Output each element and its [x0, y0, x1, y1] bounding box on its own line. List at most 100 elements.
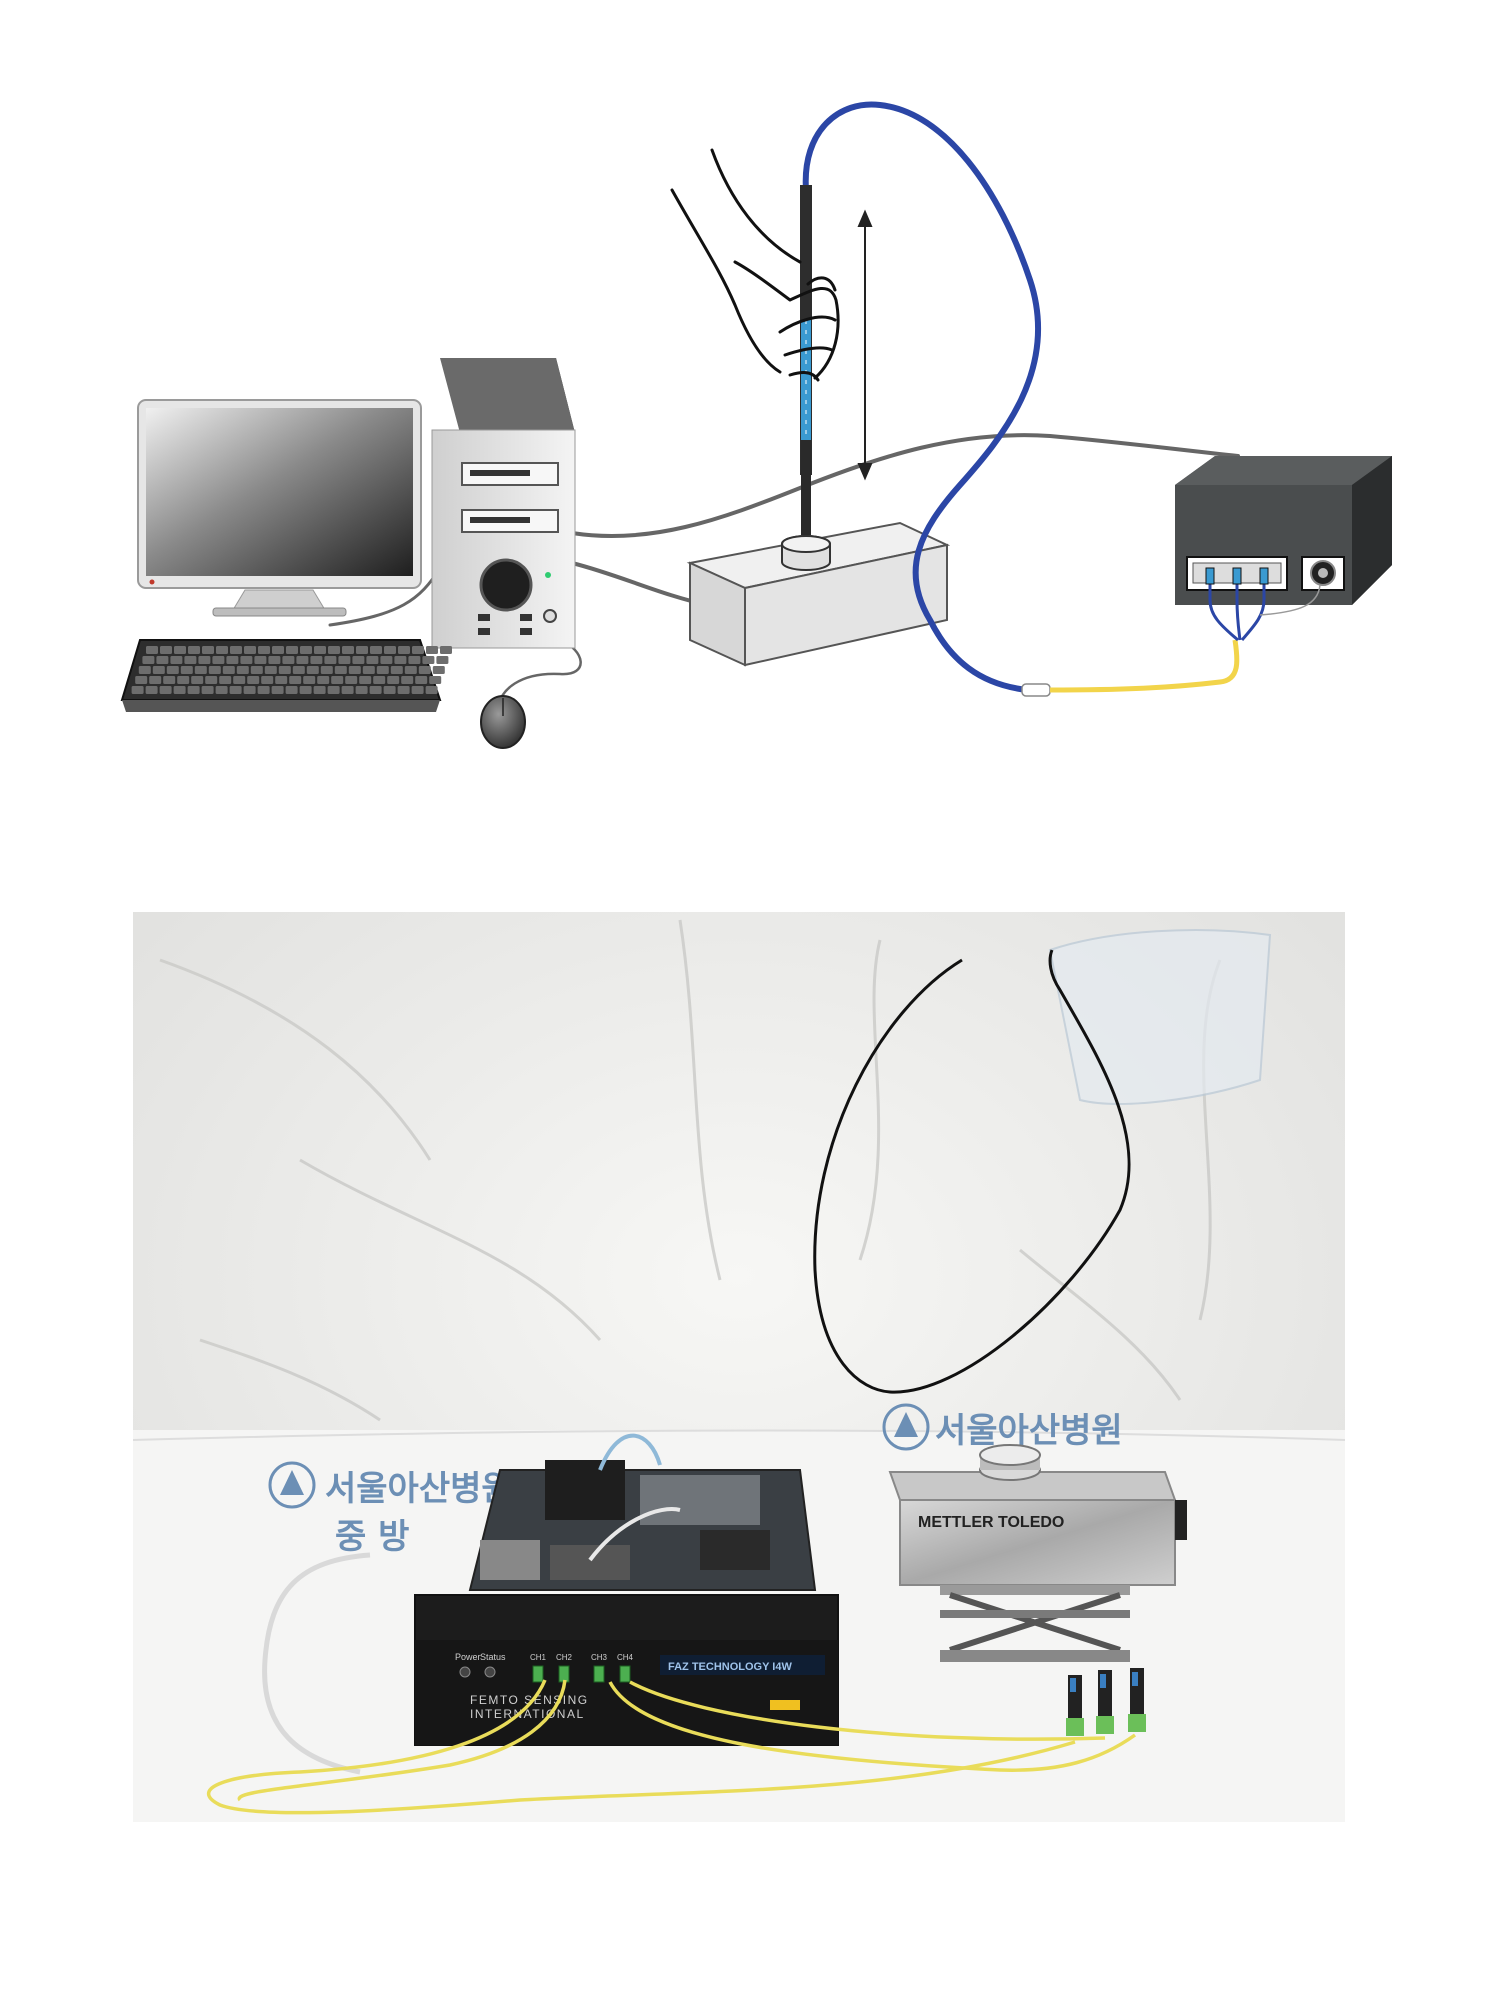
keyboard-key [341, 686, 354, 694]
keyboard-key [384, 646, 396, 654]
label-ch4: CH4 [617, 1653, 634, 1662]
keyboard-key [394, 656, 407, 664]
keyboard-key [289, 676, 302, 684]
keyboard-key [422, 656, 435, 664]
mettler-toledo-scale: METTLER TOLEDO [888, 1444, 1187, 1662]
asan-seal-left [268, 1461, 316, 1509]
keyboard-key [412, 646, 424, 654]
keyboard-key [180, 666, 193, 674]
keyboard-key [286, 646, 298, 654]
keyboard-key [187, 686, 200, 694]
label-ch3: CH3 [591, 1653, 608, 1662]
catheter-shaft [800, 185, 812, 535]
keyboard-key [397, 686, 410, 694]
keyboard-key [296, 656, 309, 664]
keyboard-key [177, 676, 190, 684]
keyboard-key [314, 646, 326, 654]
keyboard-key [184, 656, 197, 664]
keyboard-key [138, 666, 151, 674]
keyboard-key [166, 666, 179, 674]
keyboard-key [404, 666, 417, 674]
keyboard [120, 639, 452, 712]
keyboard-key [320, 666, 333, 674]
keyboard-key [275, 676, 288, 684]
keyboard-key [198, 656, 211, 664]
keyboard-key [194, 666, 207, 674]
scale-brand: METTLER TOLEDO [918, 1514, 1064, 1531]
mouse [480, 695, 526, 749]
keyboard-key [418, 666, 431, 674]
keyboard-key [240, 656, 253, 664]
faz-logo-text: FAZ TECHNOLOGY I4W [668, 1661, 792, 1673]
keyboard-key [258, 646, 270, 654]
keyboard-key [219, 676, 232, 684]
keyboard-key [369, 686, 382, 694]
interrogator-box [1175, 456, 1392, 642]
keyboard-key [250, 666, 263, 674]
keyboard-key [236, 666, 249, 674]
keyboard-key [299, 686, 312, 694]
power-led [149, 579, 155, 585]
keyboard-key [352, 656, 365, 664]
channel-ports [532, 1665, 631, 1683]
keyboard-key [215, 686, 228, 694]
banner-right-line1: 서울아산병원 [935, 1411, 1123, 1451]
catheter-loop [813, 949, 1131, 1394]
up-down-arrow [857, 209, 873, 481]
keyboard-key [146, 646, 158, 654]
keyboard-key [408, 656, 421, 664]
keyboard-key [142, 656, 155, 664]
keyboard-key [436, 656, 449, 664]
keyboard-key [310, 656, 323, 664]
keyboard-key [160, 646, 172, 654]
keyboard-key [313, 686, 326, 694]
monitor-screen [146, 408, 413, 576]
keyboard-key [429, 676, 442, 684]
asan-seal-right [882, 1403, 930, 1451]
keyboard-key [173, 686, 186, 694]
keyboard-key [271, 686, 284, 694]
white-cable [262, 1552, 371, 1775]
keyboard-key [362, 666, 375, 674]
cable-pc-to-interrogator [570, 433, 1240, 539]
keyboard-key [278, 666, 291, 674]
label-power: Power [455, 1652, 481, 1662]
keyboard-key [243, 686, 256, 694]
keyboard-key [432, 666, 445, 674]
keyboard-key [257, 686, 270, 694]
keyboard-key [370, 646, 382, 654]
keyboard-key [359, 676, 372, 684]
keyboard-key [306, 666, 319, 674]
keyboard-key [244, 646, 256, 654]
keyboard-key [348, 666, 361, 674]
keyboard-key [170, 656, 183, 664]
banner-right: 서울아산병원 [882, 1403, 1123, 1451]
banner-left-line2: 중 방 [335, 1517, 409, 1557]
keyboard-key [390, 666, 403, 674]
fiber-connectors [1066, 1668, 1146, 1736]
lab-jack [940, 1585, 1130, 1662]
keyboard-key [345, 676, 358, 684]
keyboard-key [303, 676, 316, 684]
keyboard-key [425, 686, 438, 694]
keyboard-key [229, 686, 242, 694]
keyboard-key [272, 646, 284, 654]
keyboard-key [383, 686, 396, 694]
keyboard-key [356, 646, 368, 654]
keyboard-key [292, 666, 305, 674]
power-button [459, 1666, 471, 1678]
keyboard-key [334, 666, 347, 674]
keyboard-key [373, 676, 386, 684]
status-led [484, 1666, 496, 1678]
plastic-bag [1048, 929, 1272, 1105]
keyboard-key [268, 656, 281, 664]
keyboard-key [159, 686, 172, 694]
label-ch2: CH2 [556, 1653, 573, 1662]
keyboard-key [327, 686, 340, 694]
faz-logo-plate [660, 1655, 825, 1675]
keyboard-key [285, 686, 298, 694]
fiber-yellow [1021, 639, 1240, 697]
keyboard-key [380, 656, 393, 664]
pc-tower [431, 358, 576, 649]
keyboard-key [426, 646, 438, 654]
